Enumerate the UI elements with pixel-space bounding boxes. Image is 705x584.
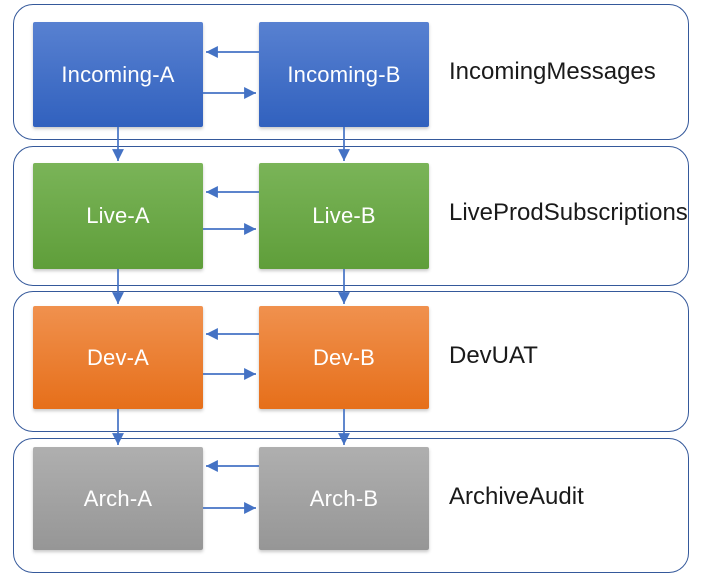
node-incoming-b: Incoming-B: [259, 22, 429, 127]
node-arch-b: Arch-B: [259, 447, 429, 550]
node-dev-b: Dev-B: [259, 306, 429, 409]
group-label-live-prod-subscriptions: LiveProdSubscriptions: [449, 199, 688, 226]
group-label-archive-audit: ArchiveAudit: [449, 483, 584, 510]
node-incoming-a: Incoming-A: [33, 22, 203, 127]
group-label-incoming-messages: IncomingMessages: [449, 58, 656, 85]
node-dev-a: Dev-A: [33, 306, 203, 409]
node-live-a: Live-A: [33, 163, 203, 269]
group-label-dev-uat: DevUAT: [449, 342, 538, 369]
node-arch-a: Arch-A: [33, 447, 203, 550]
node-live-b: Live-B: [259, 163, 429, 269]
